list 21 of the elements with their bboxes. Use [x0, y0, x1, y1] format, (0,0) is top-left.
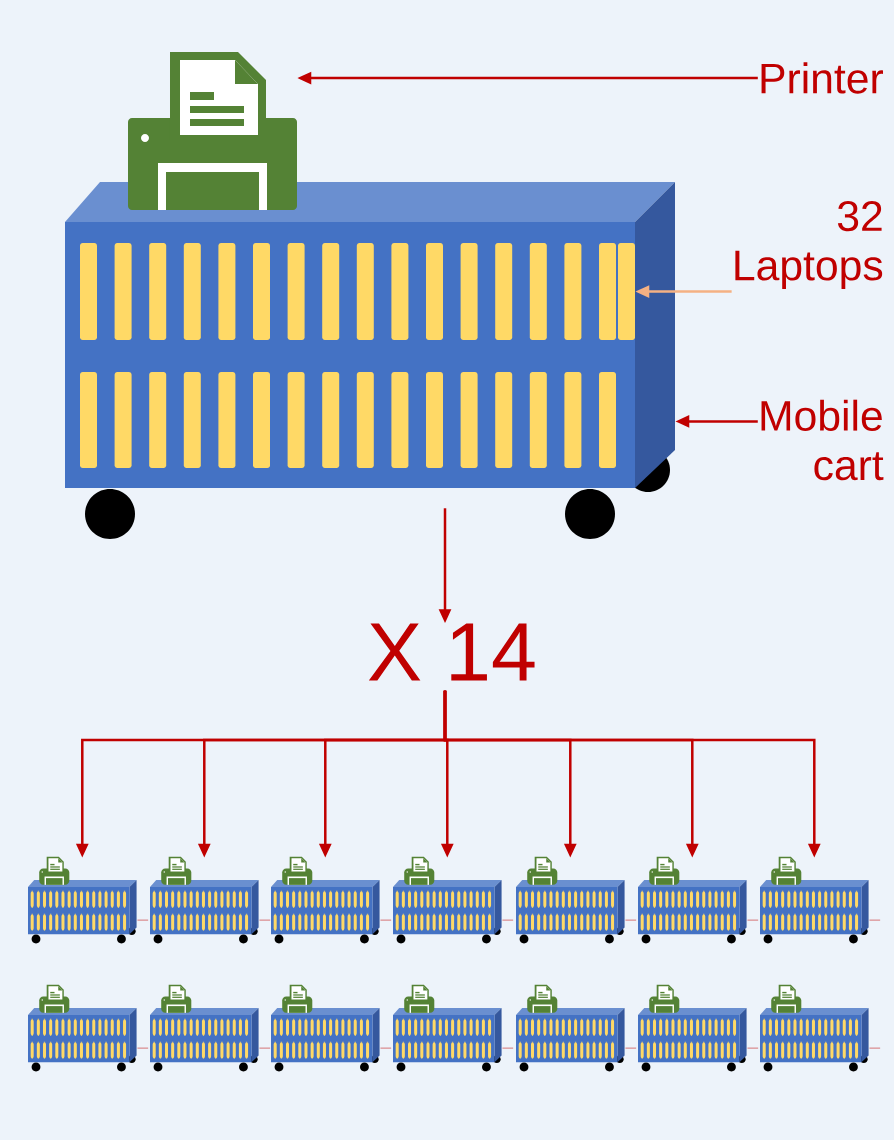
cart-drawing	[760, 984, 881, 1072]
cart-drawing	[28, 856, 149, 944]
cart-drawing	[516, 984, 637, 1072]
callout-label: 32 Laptops	[735, 201, 883, 289]
cart-drawing	[638, 984, 759, 1072]
multiplier-label: X 14	[368, 623, 535, 681]
cart-drawing	[271, 856, 392, 944]
cart-drawing	[760, 856, 881, 944]
cart-drawing	[150, 984, 271, 1072]
cart-drawing	[393, 984, 514, 1072]
printer-icon	[128, 52, 297, 210]
cart-drawing	[65, 182, 675, 539]
cart-drawing	[393, 856, 514, 944]
cart-drawing	[28, 984, 149, 1072]
cart-drawing	[638, 856, 759, 944]
laptop-slot	[618, 243, 635, 340]
cart-drawing	[150, 856, 271, 944]
callout-label: Mobile cart	[761, 399, 884, 481]
cart-drawing	[516, 856, 637, 944]
cart-drawing	[271, 984, 392, 1072]
callout-label: Printer	[761, 62, 883, 94]
